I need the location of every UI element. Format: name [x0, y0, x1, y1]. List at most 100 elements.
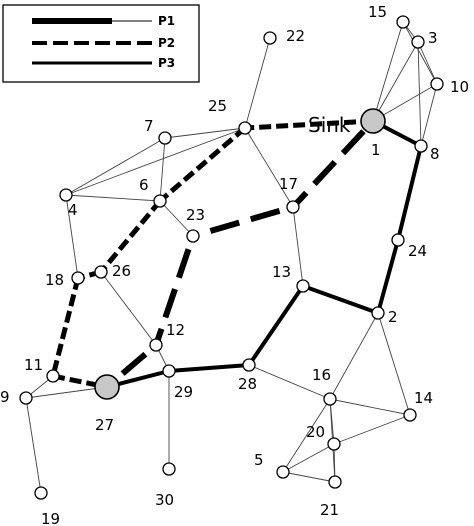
edge-2-13-p3: [302, 284, 379, 315]
edge-10-8: [420, 83, 438, 147]
edge-1-17-p1: [290, 118, 376, 210]
edge-25-22: [244, 37, 271, 129]
node-label-9: 9: [0, 388, 10, 406]
edge-25-4: [65, 127, 246, 196]
node-label-24: 24: [408, 242, 427, 260]
edge-25-6-p2: [158, 126, 247, 203]
node-4[interactable]: [59, 188, 73, 202]
node-6[interactable]: [153, 194, 167, 208]
edge-16-5: [282, 398, 331, 473]
edge-17-23-p1: [192, 204, 294, 239]
edge-25-7: [164, 127, 246, 139]
edge-1-25-p2: [244, 118, 374, 131]
node-1-sink[interactable]: [360, 108, 386, 134]
node-22[interactable]: [263, 31, 277, 45]
edge-17-13: [292, 206, 304, 287]
node-23[interactable]: [186, 229, 200, 243]
edge-8-24-p3: [396, 145, 423, 241]
node-label-1: 1: [371, 141, 381, 159]
node-17[interactable]: [286, 200, 300, 214]
edge-2-16: [329, 312, 379, 400]
node-label-8: 8: [430, 145, 440, 163]
node-label-2: 2: [388, 308, 398, 326]
node-8[interactable]: [414, 139, 428, 153]
edge-6-26-p2: [99, 199, 162, 274]
node-label-14: 14: [414, 389, 433, 407]
node-24[interactable]: [391, 233, 405, 247]
node-16[interactable]: [323, 392, 337, 406]
edge-15-10: [402, 21, 438, 85]
legend-label-p3: P3: [158, 56, 175, 70]
node-label-19: 19: [41, 510, 60, 526]
node-25[interactable]: [238, 121, 252, 135]
legend-label-p1: P1: [158, 14, 175, 28]
node-label-25: 25: [208, 97, 227, 115]
edge-18-11-p2: [50, 277, 81, 377]
node-18[interactable]: [71, 271, 85, 285]
node-12[interactable]: [149, 338, 163, 352]
edge-1-15: [372, 21, 404, 122]
node-label-3: 3: [428, 29, 438, 47]
node-label-18: 18: [45, 271, 64, 289]
node-10[interactable]: [430, 77, 444, 91]
node-28[interactable]: [242, 358, 256, 372]
node-3[interactable]: [411, 35, 425, 49]
edge-4-18: [65, 194, 79, 279]
node-label-27: 27: [95, 416, 114, 434]
sink-title: Sink: [308, 113, 351, 137]
edge-6-4: [65, 194, 161, 202]
node-7[interactable]: [158, 131, 172, 145]
node-19[interactable]: [34, 486, 48, 500]
node-label-4: 4: [68, 201, 78, 219]
node-9[interactable]: [19, 391, 33, 405]
node-label-7: 7: [144, 117, 154, 135]
edge-26-12: [100, 271, 157, 346]
edge-1-3: [372, 41, 419, 122]
edge-16-14: [329, 398, 411, 416]
node-label-11: 11: [24, 356, 43, 374]
node-11[interactable]: [46, 369, 60, 383]
edge-12-27-p1: [105, 342, 158, 390]
node-label-20: 20: [306, 423, 325, 441]
node-13[interactable]: [296, 279, 310, 293]
node-label-21: 21: [320, 501, 339, 519]
node-30[interactable]: [162, 462, 176, 476]
node-20[interactable]: [327, 437, 341, 451]
node-29[interactable]: [162, 364, 176, 378]
node-5[interactable]: [276, 465, 290, 479]
node-label-26: 26: [112, 262, 131, 280]
node-21[interactable]: [328, 475, 342, 489]
node-label-30: 30: [155, 491, 174, 509]
edge-20-5: [282, 443, 335, 473]
edge-5-21: [282, 471, 336, 483]
edge-6-23: [159, 200, 194, 237]
edge-24-2-p3: [376, 239, 400, 314]
labels-layer: 1234567891011121314151617181920212223242…: [0, 3, 469, 526]
node-label-12: 12: [166, 321, 185, 339]
edge-2-14: [377, 312, 411, 416]
legend-label-p2: P2: [158, 36, 175, 50]
node-label-5: 5: [254, 451, 264, 469]
nodes-layer: [19, 15, 444, 500]
node-label-10: 10: [450, 78, 469, 96]
edge-23-12-p1: [153, 235, 196, 346]
edge-3-8: [417, 41, 422, 147]
node-2[interactable]: [371, 306, 385, 320]
edge-3-10: [417, 41, 438, 85]
edge-28-29-p3: [168, 363, 250, 373]
edge-9-27: [25, 386, 108, 399]
edge-9-19: [25, 397, 42, 494]
edge-7-6: [159, 137, 166, 202]
edge-14-20: [333, 414, 411, 445]
node-label-17: 17: [279, 175, 298, 193]
node-15[interactable]: [396, 15, 410, 29]
node-label-6: 6: [139, 176, 149, 194]
node-label-23: 23: [186, 206, 205, 224]
node-label-22: 22: [286, 27, 305, 45]
node-14[interactable]: [403, 408, 417, 422]
node-27[interactable]: [94, 374, 120, 400]
node-26[interactable]: [94, 265, 108, 279]
edge-25-17: [244, 127, 294, 208]
edge-28-16: [248, 364, 331, 400]
